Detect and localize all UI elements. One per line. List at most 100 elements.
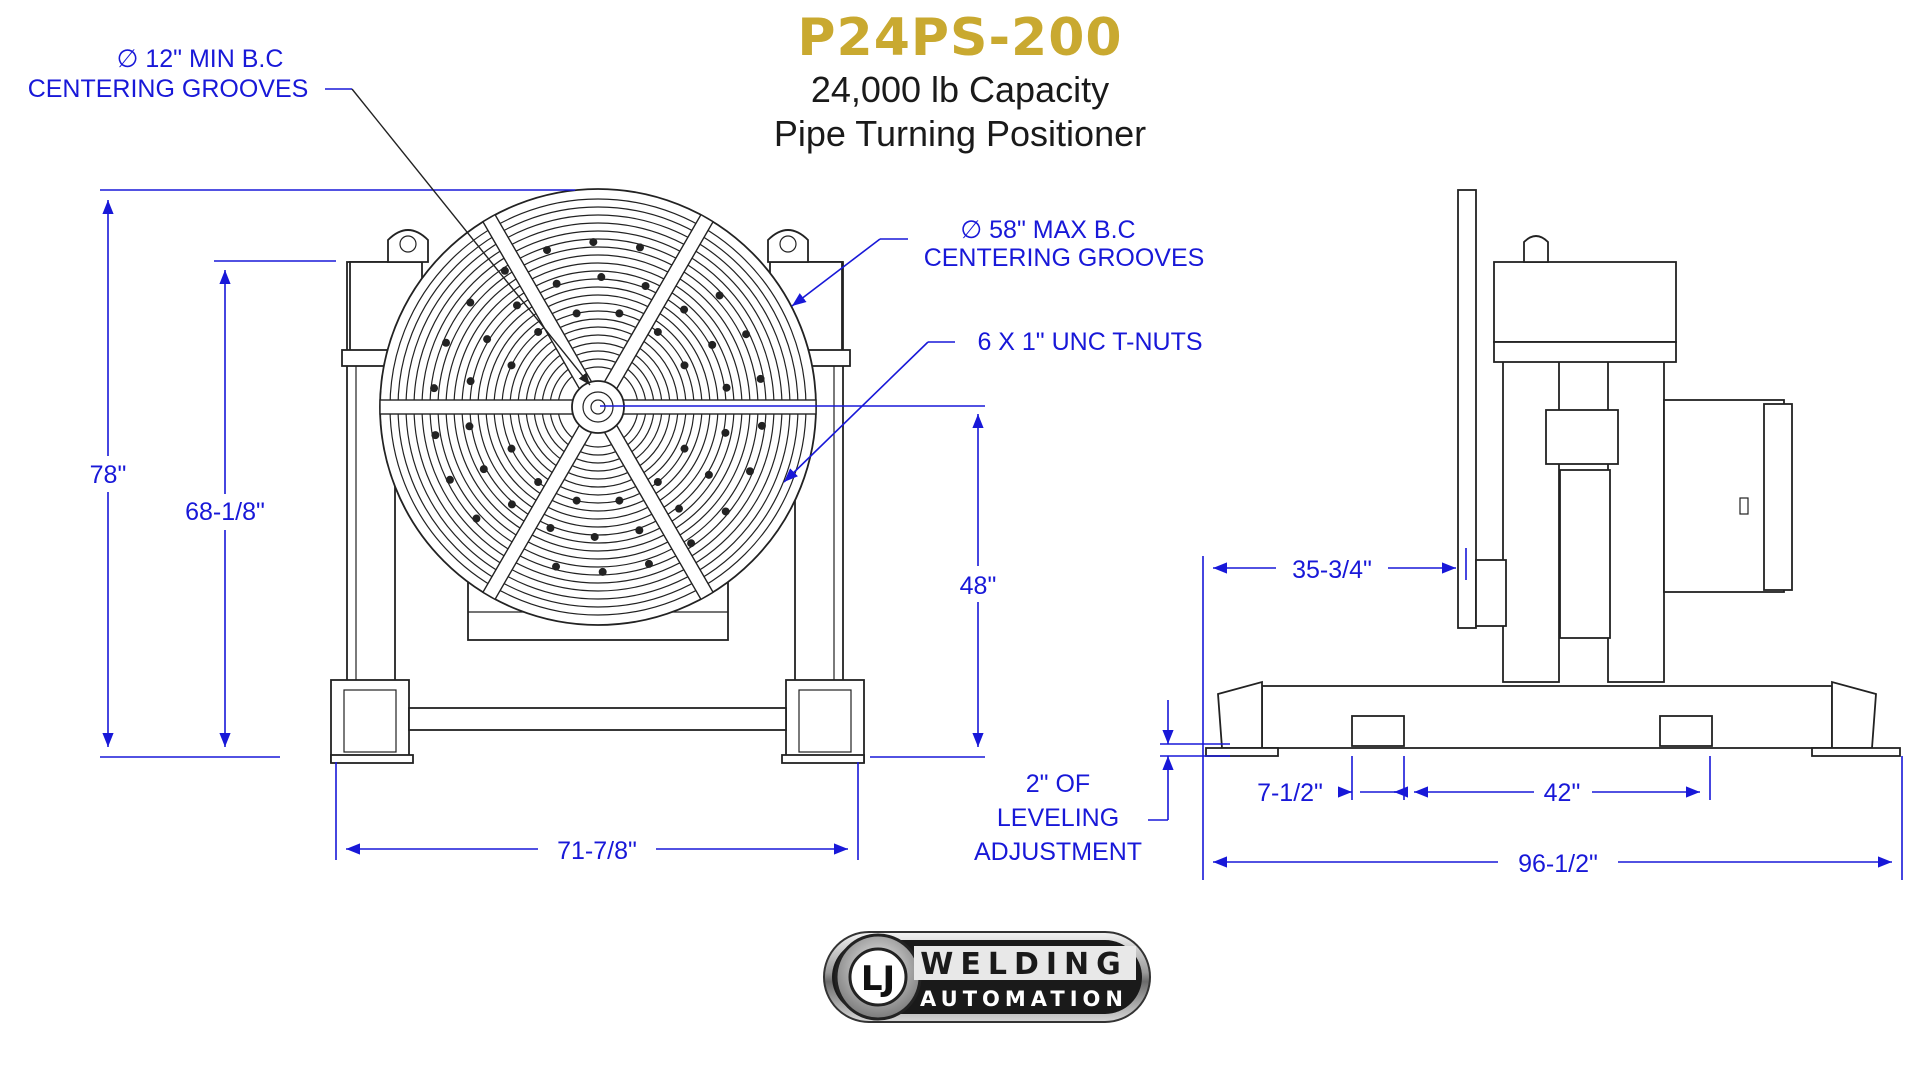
side-base-frame — [1261, 685, 1833, 749]
dim-42-label: 42" — [1544, 779, 1581, 807]
left-foot — [330, 679, 410, 763]
bolt-hole — [680, 305, 689, 314]
bolt-hole — [615, 496, 624, 505]
bolt-hole — [552, 279, 561, 288]
dim-96-label: 96-1/2" — [1518, 850, 1598, 878]
bolt-hole — [680, 361, 689, 370]
dimension-68: 68-1/8" — [170, 260, 336, 747]
bolt-hole — [615, 309, 624, 318]
t-slot-spoke — [379, 399, 579, 415]
bolt-hole — [513, 301, 522, 310]
dimension-35: 35-3/4" — [1202, 548, 1467, 880]
bolt-hole — [466, 377, 475, 386]
bolt-hole — [635, 526, 644, 535]
bolt-hole — [597, 273, 606, 282]
bolt-hole — [757, 421, 766, 430]
bolt-hole — [635, 243, 644, 252]
cross-tube — [408, 707, 787, 731]
bolt-hole — [708, 340, 717, 349]
fork-pocket-2 — [1659, 715, 1713, 747]
bolt-hole — [430, 384, 439, 393]
logo-line2: AUTOMATION — [920, 987, 1128, 1011]
dim-68-label: 68-1/8" — [185, 498, 265, 526]
bolt-hole — [598, 567, 607, 576]
table-spokes — [379, 213, 817, 601]
left-lifting-eye — [387, 229, 429, 263]
bolt-hole — [466, 298, 475, 307]
min-bc-line2: CENTERING GROOVES — [28, 75, 309, 103]
bolt-hole — [552, 562, 561, 571]
bolt-hole — [431, 431, 440, 440]
bolt-hole — [721, 507, 730, 516]
leveling-line3: ADJUSTMENT — [974, 838, 1142, 866]
callout-max-bc: ∅ 58" MAX B.C CENTERING GROOVES — [791, 216, 1205, 307]
table-hub — [571, 380, 625, 434]
side-faceplate — [1457, 189, 1477, 629]
leveling-line1: 2" OF — [1026, 770, 1090, 798]
description-text: Pipe Turning Positioner — [773, 113, 1147, 154]
dim-78-label: 78" — [90, 461, 127, 489]
bolt-hole — [756, 374, 765, 383]
bolt-hole — [534, 327, 543, 336]
dim-7-label: 7-1/2" — [1257, 779, 1323, 807]
bolt-hole — [572, 309, 581, 318]
dimension-96: 96-1/2" — [1213, 756, 1903, 880]
max-bc-line1: ∅ 58" MAX B.C — [960, 216, 1135, 244]
bolt-hole — [500, 266, 509, 275]
bolt-hole — [534, 478, 543, 487]
fork-pocket-1 — [1351, 715, 1405, 747]
bolt-hole — [442, 338, 451, 347]
bolt-hole — [641, 282, 650, 291]
t-slot-spoke — [617, 399, 817, 415]
company-logo[interactable]: LJ WELDING AUTOMATION — [823, 931, 1151, 1023]
front-view — [330, 188, 865, 764]
dimension-71: 71-7/8" — [335, 762, 859, 866]
dim-71-label: 71-7/8" — [557, 837, 637, 865]
dim-48-label: 48" — [960, 572, 997, 600]
logo-line1: WELDING — [920, 947, 1128, 982]
bolt-hole — [465, 422, 474, 431]
bolt-hole — [472, 514, 481, 523]
bolt-hole — [687, 539, 696, 548]
bolt-hole — [715, 291, 724, 300]
tnuts-label: 6 X 1" UNC T-NUTS — [977, 328, 1202, 356]
callout-min-bc: ∅ 12" MIN B.C CENTERING GROOVES — [28, 45, 591, 386]
logo-mark: LJ — [861, 959, 895, 999]
bolt-hole — [742, 330, 751, 339]
leveling-line2: LEVELING — [997, 804, 1119, 832]
bolt-hole — [745, 467, 754, 476]
bolt-hole — [653, 478, 662, 487]
bolt-hole — [721, 428, 730, 437]
model-number: P24PS-200 — [797, 8, 1123, 68]
bolt-hole — [479, 465, 488, 474]
bolt-hole — [543, 246, 552, 255]
bolt-hole — [546, 523, 555, 532]
side-view — [1205, 189, 1901, 757]
bolt-hole — [704, 470, 713, 479]
bolt-hole — [507, 361, 516, 370]
capacity-text: 24,000 lb Capacity — [810, 69, 1110, 110]
side-foot-left — [1217, 680, 1263, 749]
callout-tnuts: 6 X 1" UNC T-NUTS — [783, 328, 1203, 483]
dimension-leveling: 2" OF LEVELING ADJUSTMENT — [974, 700, 1230, 866]
dimension-42: 42" — [1414, 775, 1700, 809]
min-bc-line1: ∅ 12" MIN B.C — [117, 45, 284, 73]
bolt-hole — [653, 327, 662, 336]
bolt-hole — [572, 496, 581, 505]
bolt-hole — [644, 559, 653, 568]
bolt-hole — [589, 238, 598, 247]
bolt-hole — [483, 335, 492, 344]
bolt-hole — [445, 475, 454, 484]
bolt-hole — [507, 500, 516, 509]
dimension-78: 78" — [82, 189, 575, 758]
dim-35-label: 35-3/4" — [1292, 556, 1372, 584]
right-lifting-eye — [767, 229, 809, 263]
bolt-hole — [722, 383, 731, 392]
bolt-hole — [680, 444, 689, 453]
title-block: P24PS-200 24,000 lb Capacity Pipe Turnin… — [720, 8, 1200, 156]
dimension-7: 7-1/2" — [1257, 756, 1711, 807]
dimension-48: 48" — [600, 405, 1006, 758]
bolt-hole — [507, 444, 516, 453]
max-bc-line2: CENTERING GROOVES — [924, 244, 1205, 272]
